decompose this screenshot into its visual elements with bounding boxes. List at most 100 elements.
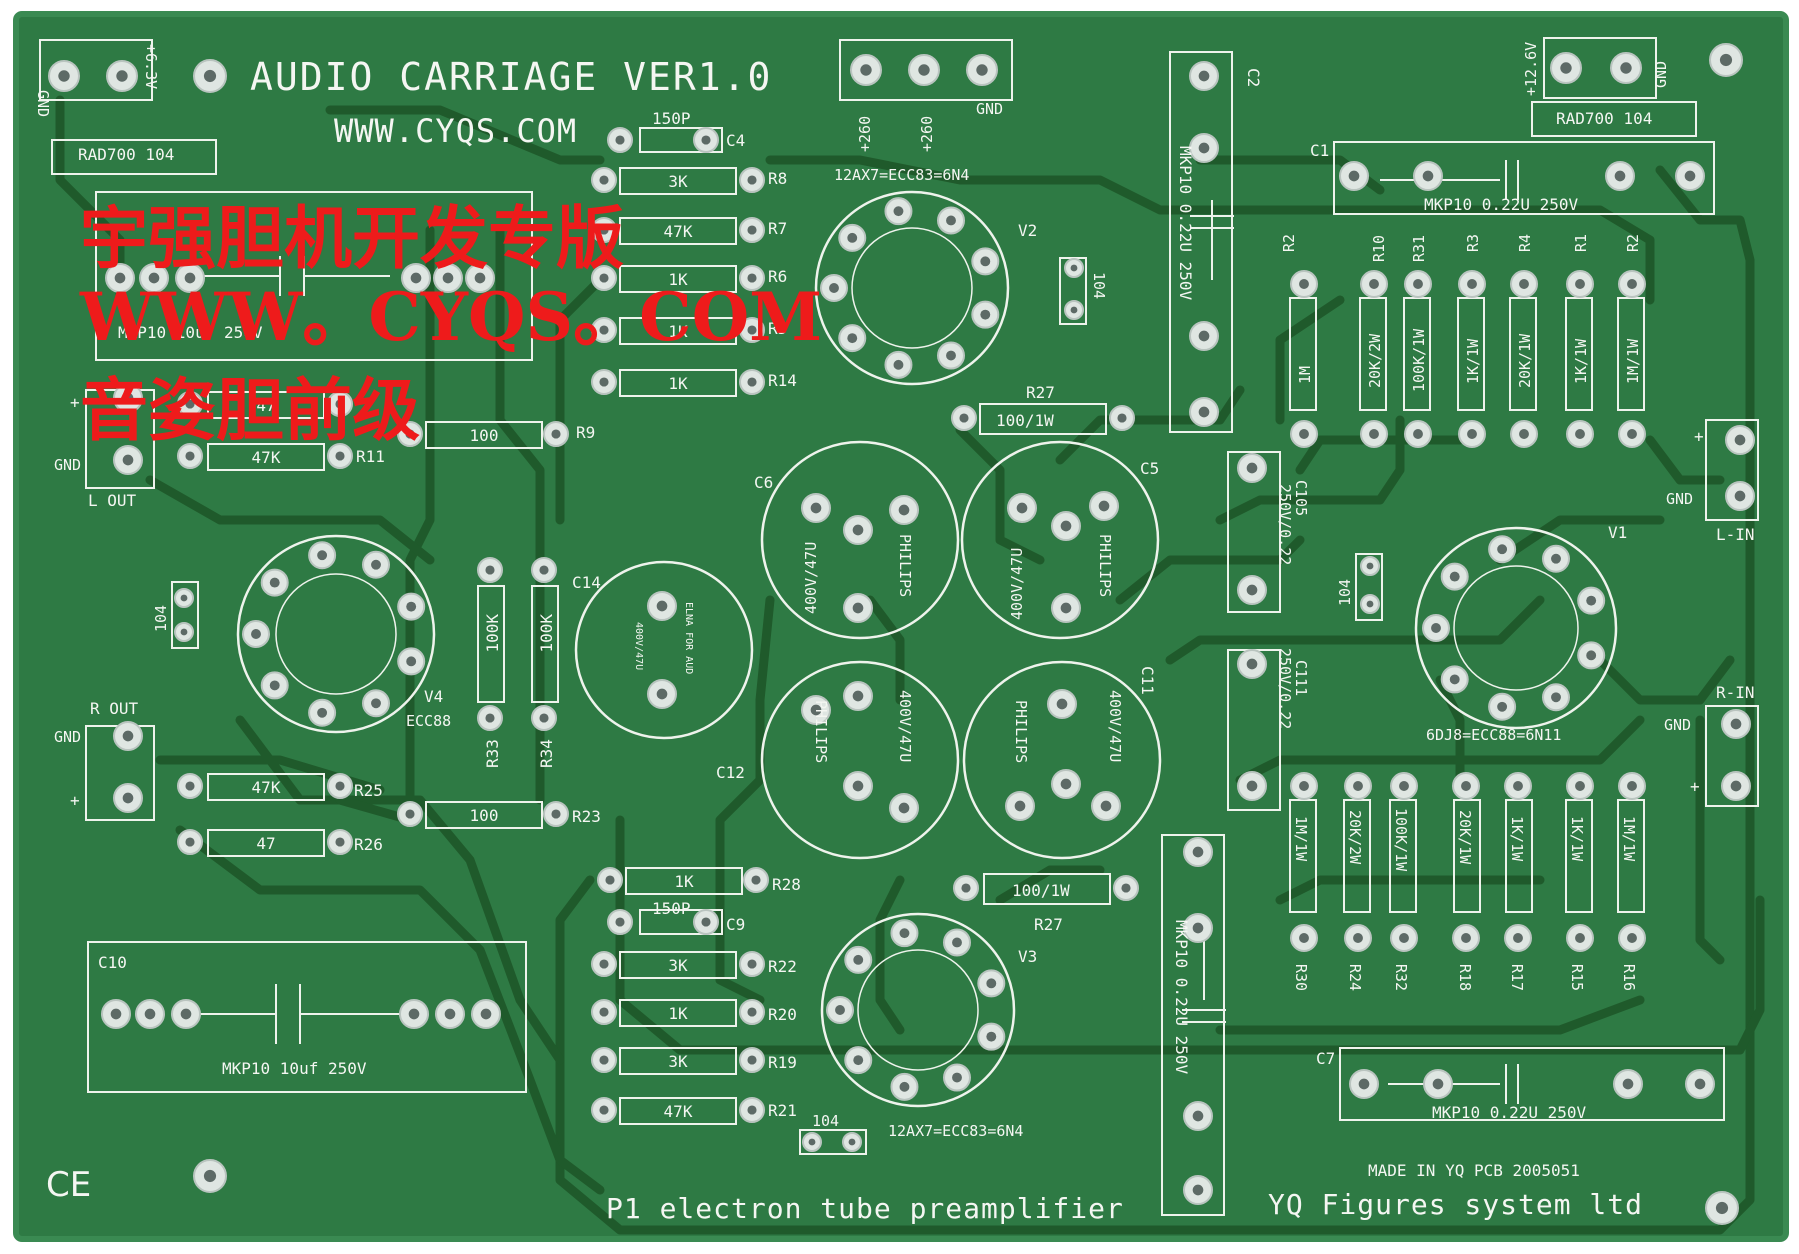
solder-pad-hole	[893, 206, 904, 217]
c104-label-d: 104	[812, 1112, 839, 1130]
solder-pad-hole	[1366, 600, 1374, 608]
solder-pad-hole	[335, 399, 345, 409]
solder-pad-hole	[1369, 279, 1379, 289]
mkp-c2-label: MKP10 0.22U 250V	[1176, 146, 1195, 300]
solder-pad-hole	[551, 429, 561, 439]
solder-pad-hole	[860, 64, 872, 76]
v3-label: V3	[1018, 947, 1037, 966]
solder-pad-hole	[371, 559, 381, 570]
overlay-line2: WWW。CYQS。COM	[79, 278, 822, 356]
c11-label: C11	[1138, 666, 1157, 695]
rin-label: R-IN	[1716, 683, 1755, 702]
lin-label: L-IN	[1716, 525, 1755, 544]
lout-label: L OUT	[88, 491, 137, 510]
solder-pad-hole	[1246, 658, 1258, 670]
solder-pad-hole	[1519, 429, 1529, 439]
solder-pad-hole	[848, 1138, 856, 1146]
solder-pad-hole	[116, 70, 128, 82]
solder-pad-hole	[986, 978, 997, 989]
c12-label: C12	[716, 763, 745, 782]
solder-pad-hole	[1497, 701, 1508, 712]
rt-ref-2: R31	[1410, 235, 1428, 262]
solder-pad-hole	[203, 69, 217, 83]
rt-ref-3: R3	[1464, 234, 1482, 252]
solder-pad-hole	[810, 502, 822, 514]
solder-pad-hole	[605, 875, 615, 885]
solder-pad-hole	[1348, 170, 1360, 182]
solder-pad-hole	[1299, 781, 1309, 791]
solder-pad-hole	[918, 64, 930, 76]
solder-pad-hole	[114, 272, 126, 284]
solder-pad-hole	[1551, 692, 1561, 703]
solder-pad-hole	[1192, 1184, 1204, 1196]
elna-value: 400V/47U	[633, 622, 644, 670]
r23-value: 100	[470, 806, 499, 825]
resistor-labels-right-bot: R30 1M/1W R24 20K/2W R32 100K/1W R18 20K…	[1292, 808, 1638, 991]
r9-value: 100	[470, 426, 499, 445]
r7-ref: R7	[768, 219, 787, 238]
solder-pad-hole	[122, 730, 134, 742]
v1-label: V1	[1608, 523, 1627, 542]
solder-pad-hole	[1449, 674, 1460, 685]
resistor-labels-left: 3K R8 47K R7 1K R6 1K R5 1K R14 100 R9 4…	[252, 169, 801, 1121]
plus-lin: +	[1694, 427, 1704, 446]
solder-pad-hole	[747, 273, 757, 283]
solder-pad-hole	[1620, 62, 1632, 74]
solder-pad-hole	[1016, 502, 1028, 514]
r27b-ref: R27	[1034, 915, 1063, 934]
solder-pad-hole	[747, 175, 757, 185]
solder-pad-hole	[980, 256, 991, 267]
solder-pad-hole	[1734, 490, 1746, 502]
v2-label: V2	[1018, 221, 1037, 240]
philips-c5: PHILIPS	[1096, 534, 1114, 597]
rout-label: R OUT	[90, 699, 139, 718]
solder-pad-hole	[58, 70, 70, 82]
v4-tube-type: ECC88	[406, 712, 451, 730]
mkp-vert-label: MKP10 0.22U 250V	[1172, 920, 1191, 1074]
solder-pad-hole	[539, 713, 549, 723]
solder-pad-hole	[1575, 781, 1585, 791]
solder-pad-hole	[1586, 650, 1597, 661]
solder-pad-hole	[656, 600, 668, 612]
c150p-bot-label: 150P	[652, 899, 691, 918]
solder-pad-hole	[185, 451, 195, 461]
solder-pad-hole	[810, 704, 822, 716]
r6-value: 1K	[668, 270, 688, 289]
solder-pad-hole	[317, 550, 328, 561]
plus-lout: +	[70, 393, 80, 412]
board-title: AUDIO CARRIAGE VER1.0	[250, 55, 772, 99]
mkp-c1-label: MKP10 0.22U 250V	[1424, 195, 1578, 214]
r14-ref: R14	[768, 371, 797, 390]
rb-ref-5: R15	[1568, 964, 1586, 991]
solder-pad-hole	[656, 688, 668, 700]
solder-pad-hole	[1198, 406, 1210, 418]
silkscreen-text: AUDIO CARRIAGE VER1.0 WWW.CYQS.COM P1 el…	[34, 42, 1755, 1225]
solder-pad-hole	[899, 928, 910, 939]
solder-pad-hole	[1627, 781, 1637, 791]
r34-value: 100K	[537, 614, 556, 653]
solder-pad-hole	[599, 959, 609, 969]
solder-pad-hole	[1560, 62, 1572, 74]
rt-ref-0: R2	[1280, 234, 1298, 252]
solder-pad-hole	[847, 333, 858, 344]
philips-c12: PHILIPS	[812, 700, 830, 763]
c105-value: 250V/0.22	[1276, 484, 1294, 565]
r5-value: 1K	[668, 322, 688, 341]
solder-pad-hole	[1060, 778, 1072, 790]
solder-pad-hole	[122, 454, 134, 466]
ce-mark: CE	[46, 1165, 91, 1205]
solder-pad-hole	[747, 1007, 757, 1017]
overlay-line3: 音姿胆前级	[80, 371, 420, 451]
r10-value: 47	[256, 396, 275, 415]
solder-pad-hole	[406, 656, 417, 667]
solder-pad-hole	[1627, 429, 1637, 439]
c9-label: C9	[726, 915, 745, 934]
solder-pad-hole	[406, 601, 417, 612]
solder-pad-hole	[976, 64, 988, 76]
r11-ref: R11	[356, 447, 385, 466]
v4-label: V4	[424, 687, 443, 706]
solder-pad-hole	[1575, 429, 1585, 439]
solder-pad-hole	[335, 781, 345, 791]
c104-label-c: 104	[1336, 579, 1354, 606]
